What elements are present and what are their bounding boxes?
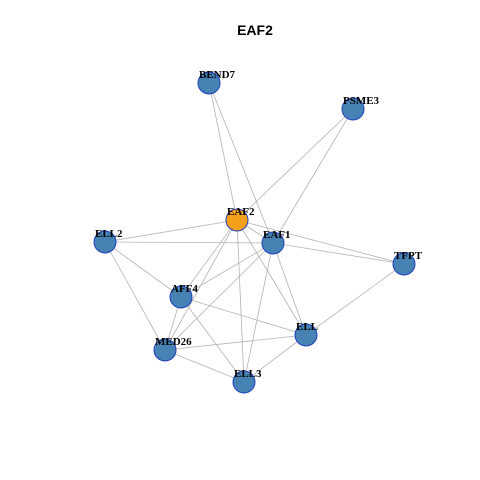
node-label-med26: MED26 [155,336,192,348]
node-label-ell: ELL [296,321,318,333]
edge-eaf2-aff4 [180,219,238,298]
node-label-aff4: AFF4 [171,283,198,295]
node-med26 [153,338,177,362]
edge-eaf1-aff4 [180,242,274,298]
node-layer [93,71,416,394]
edge-bend7-eaf1 [208,82,274,244]
edge-med26-ell3 [164,349,245,383]
edge-eaf2-ell [236,219,307,336]
edge-eaf2-tfpt [236,219,405,265]
edge-tfpt-ell [305,263,405,336]
node-ell2 [93,230,117,254]
edge-aff4-ell3 [180,296,245,383]
node-psme3 [341,97,365,121]
node-label-eaf2: EAF2 [227,206,255,218]
node-label-tfpt: TFPT [394,250,423,262]
edge-bend7-eaf2 [208,82,238,221]
node-eaf1 [261,231,285,255]
node-label-bend7: BEND7 [199,69,236,81]
node-label-eaf1: EAF1 [263,229,291,241]
edge-ell2-med26 [104,241,166,351]
node-aff4 [169,285,193,309]
edge-eaf2-ell3 [236,219,245,383]
edge-ell2-eaf2 [104,219,238,243]
node-label-ell2: ELL2 [95,228,123,240]
edge-aff4-ell [180,296,307,336]
edge-ell-ell3 [243,334,307,383]
edge-layer [104,82,405,383]
graph-title: EAF2 [237,22,273,38]
edge-psme3-eaf1 [272,108,354,244]
edge-ell2-eaf1 [104,241,274,244]
node-label-psme3: PSME3 [343,95,380,107]
edge-ell2-aff4 [104,241,182,298]
edge-eaf1-ell [272,242,307,336]
node-ell3 [232,370,256,394]
node-tfpt [392,252,416,276]
node-bend7 [197,71,221,95]
node-ell [294,323,318,347]
edge-eaf1-med26 [164,242,274,351]
node-label-ell3: ELL3 [234,368,262,380]
edge-med26-ell [164,334,307,351]
edge-eaf1-tfpt [272,242,405,265]
edge-psme3-eaf2 [236,108,354,221]
node-eaf2 [225,208,249,232]
edge-eaf1-ell3 [243,242,274,383]
